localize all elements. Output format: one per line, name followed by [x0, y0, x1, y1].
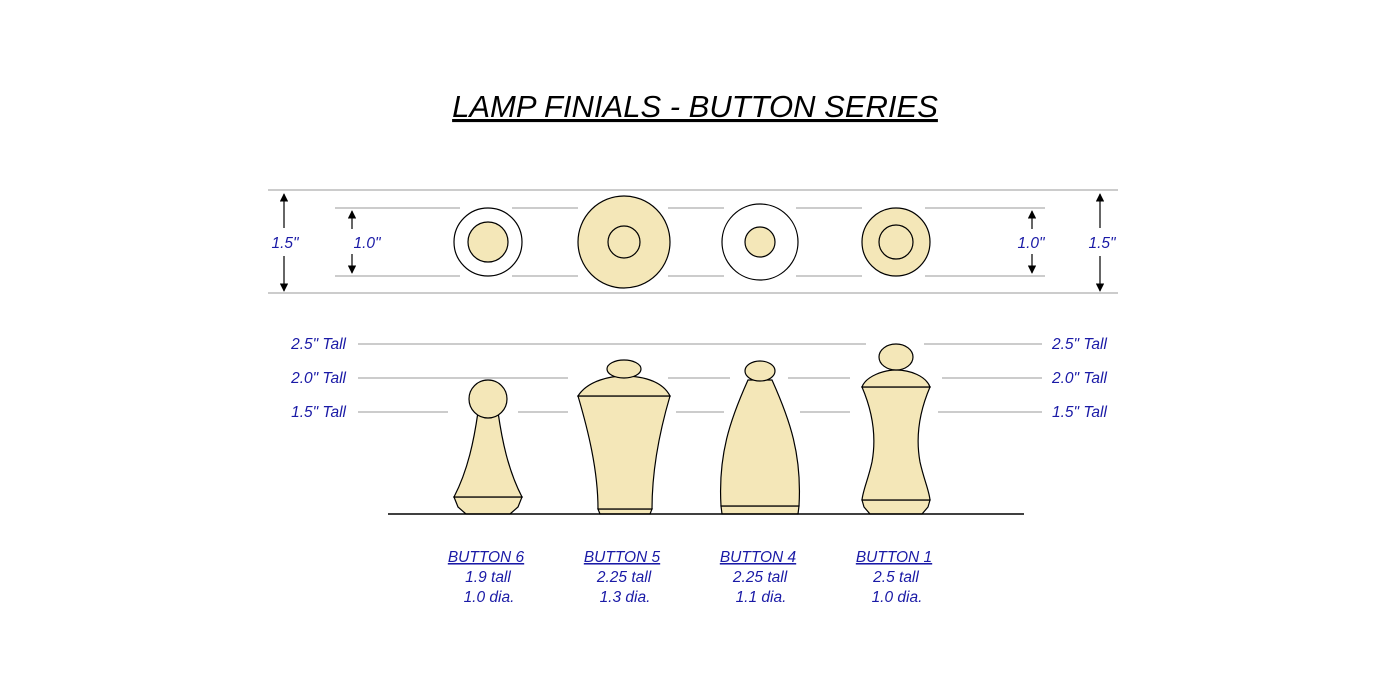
finial-height: 2.25 tall	[732, 569, 788, 586]
height-label-right: 2.5" Tall	[1051, 336, 1107, 353]
finial-diameter: 1.3 dia.	[600, 589, 651, 606]
finial-height: 2.5 tall	[872, 569, 919, 586]
finial-diameter: 1.0 dia.	[464, 589, 515, 606]
finial-name: BUTTON 1	[856, 549, 932, 566]
finial-diameter: 1.1 dia.	[736, 589, 787, 606]
outer-dimension-right: 1.5"	[1088, 235, 1117, 252]
top-view: 1.5" 1.0" 1.0" 1.5"	[268, 189, 1118, 294]
button-1-top-view	[861, 207, 931, 277]
height-label-left: 1.5" Tall	[291, 404, 346, 421]
button-6-profile	[453, 379, 523, 515]
outer-dimension-left: 1.5"	[271, 235, 300, 252]
finial-name: BUTTON 6	[448, 549, 525, 566]
caption-button-6: BUTTON 6 1.9 tall 1.0 dia.	[448, 549, 525, 606]
button-1-profile	[861, 343, 931, 515]
page-title: LAMP FINIALS - BUTTON SERIES	[452, 89, 938, 124]
finial-height: 2.25 tall	[596, 569, 652, 586]
finial-name: BUTTON 4	[720, 549, 797, 566]
side-view: 2.5" Tall 2.0" Tall 1.5" Tall 2.5" Tall …	[290, 336, 1107, 515]
height-label-right: 1.5" Tall	[1052, 404, 1107, 421]
caption-button-1: BUTTON 1 2.5 tall 1.0 dia.	[856, 549, 932, 606]
inner-dimension-right: 1.0"	[1017, 235, 1046, 252]
height-label-right: 2.0" Tall	[1051, 370, 1107, 387]
height-guides	[358, 343, 1042, 413]
button-4-profile	[719, 360, 801, 515]
finial-diameter: 1.0 dia.	[872, 589, 923, 606]
inner-guides	[335, 207, 1045, 277]
button-5-profile	[576, 359, 671, 515]
height-label-left: 2.0" Tall	[290, 370, 346, 387]
button-4-top-view	[721, 203, 799, 281]
finial-name: BUTTON 5	[584, 549, 661, 566]
captions: BUTTON 6 1.9 tall 1.0 dia. BUTTON 5 2.25…	[448, 549, 932, 606]
finial-height: 1.9 tall	[465, 569, 511, 586]
height-label-left: 2.5" Tall	[290, 336, 346, 353]
inner-dimension-left: 1.0"	[353, 235, 382, 252]
button-6-top-view	[453, 207, 523, 277]
caption-button-5: BUTTON 5 2.25 tall 1.3 dia.	[584, 549, 661, 606]
button-5-top-view	[577, 195, 671, 289]
caption-button-4: BUTTON 4 2.25 tall 1.1 dia.	[720, 549, 797, 606]
